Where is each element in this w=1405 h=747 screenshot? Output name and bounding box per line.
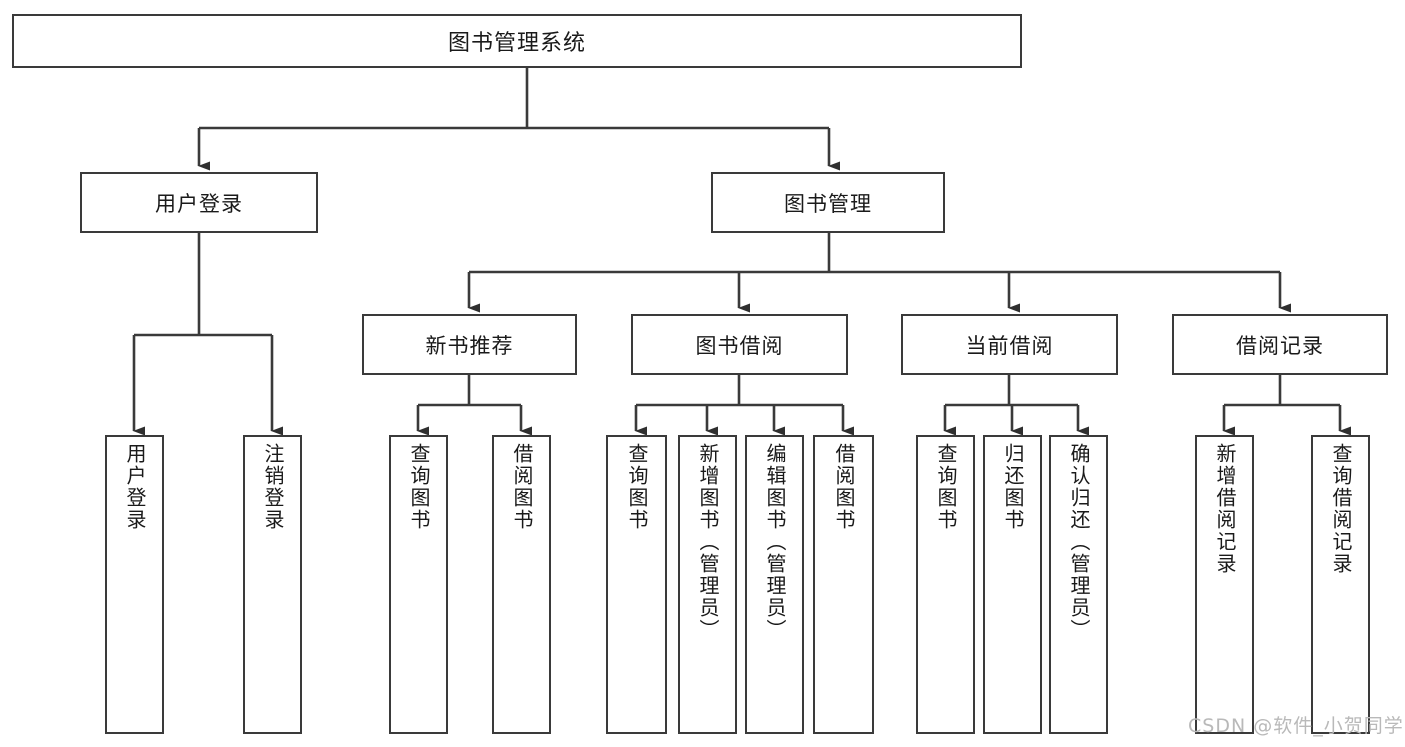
leaf-borrow-record-query[interactable]: 查询借阅记录 xyxy=(1311,435,1370,734)
watermark: CSDN @软件_小贺同学 xyxy=(1188,715,1404,737)
node-borrow-record[interactable]: 借阅记录 xyxy=(1172,314,1388,375)
leaf-book-borrow-edit[interactable]: 编辑图书（管理员） xyxy=(745,435,804,734)
leaf-new-book-query[interactable]: 查询图书 xyxy=(389,435,448,734)
leaf-book-borrow-query[interactable]: 查询图书 xyxy=(606,435,667,734)
leaf-current-borrow-confirm-return[interactable]: 确认归还（管理员） xyxy=(1049,435,1108,734)
node-book-management[interactable]: 图书管理 xyxy=(711,172,945,233)
leaf-user-login-login[interactable]: 用户登录 xyxy=(105,435,164,734)
node-root[interactable]: 图书管理系统 xyxy=(12,14,1022,68)
leaf-book-borrow-borrow[interactable]: 借阅图书 xyxy=(813,435,874,734)
leaf-book-borrow-add[interactable]: 新增图书（管理员） xyxy=(678,435,737,734)
leaf-user-login-logout[interactable]: 注销登录 xyxy=(243,435,302,734)
node-current-borrow[interactable]: 当前借阅 xyxy=(901,314,1118,375)
leaf-borrow-record-add[interactable]: 新增借阅记录 xyxy=(1195,435,1254,734)
leaf-new-book-borrow[interactable]: 借阅图书 xyxy=(492,435,551,734)
node-new-book-recommend[interactable]: 新书推荐 xyxy=(362,314,577,375)
node-book-borrow[interactable]: 图书借阅 xyxy=(631,314,848,375)
node-user-login[interactable]: 用户登录 xyxy=(80,172,318,233)
leaf-current-borrow-return[interactable]: 归还图书 xyxy=(983,435,1042,734)
leaf-current-borrow-query[interactable]: 查询图书 xyxy=(916,435,975,734)
